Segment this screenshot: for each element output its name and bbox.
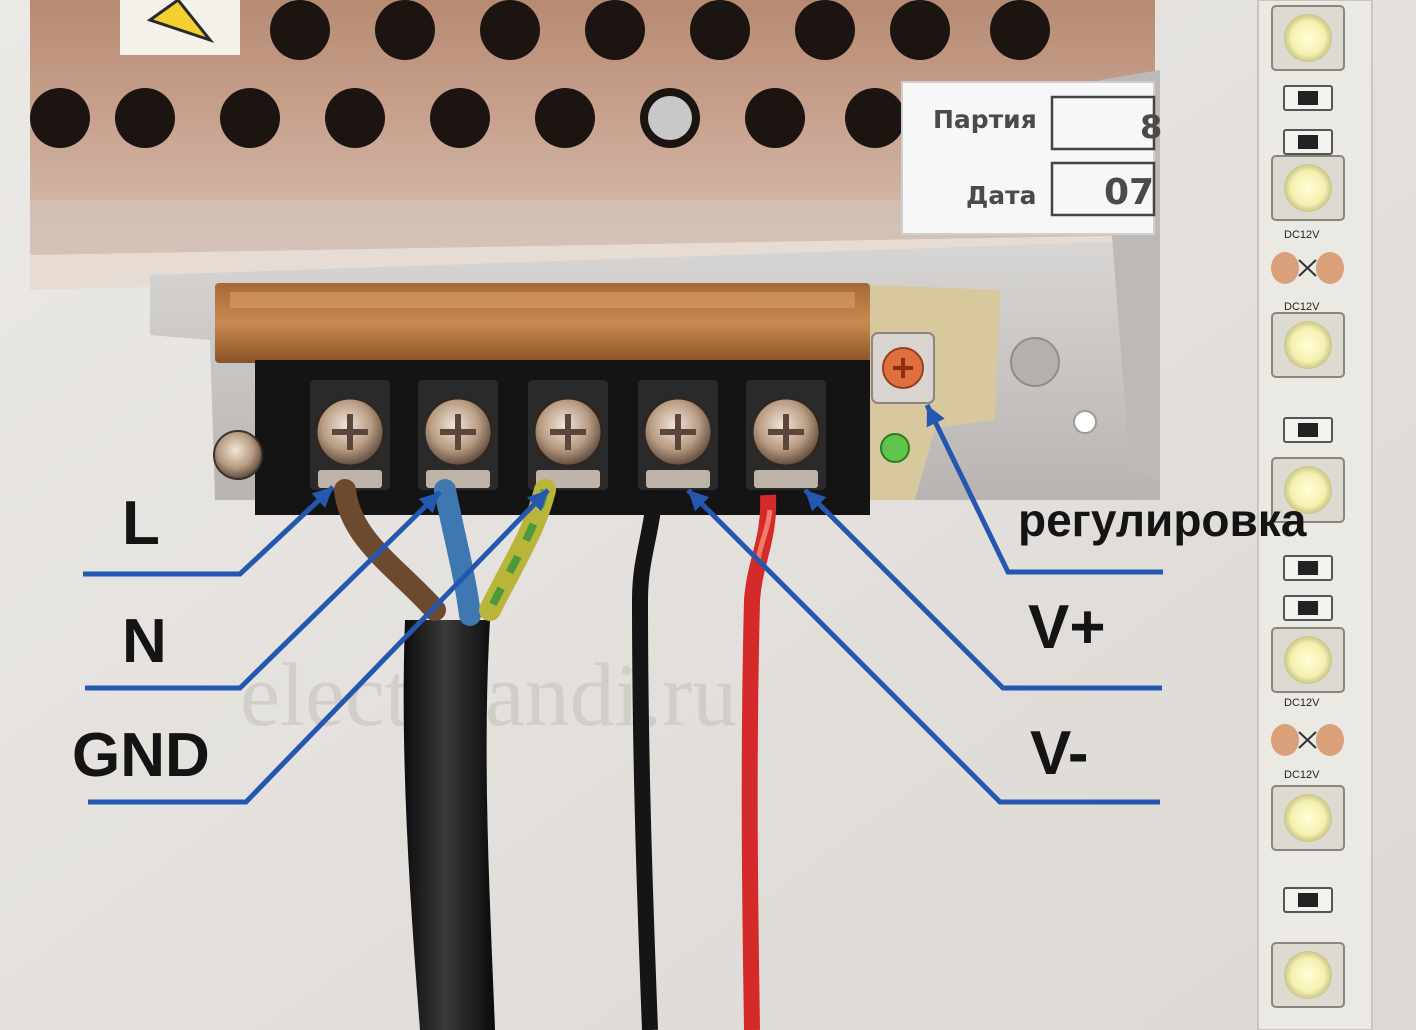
arrowhead bbox=[805, 490, 827, 512]
warning-icon bbox=[146, 0, 215, 44]
date-value: 07 bbox=[1104, 172, 1154, 213]
led-emitter bbox=[1284, 794, 1332, 842]
strip-marking: DC12V bbox=[1284, 697, 1320, 709]
vent-hole bbox=[585, 0, 645, 60]
vent-hole bbox=[990, 0, 1050, 60]
pointer-l bbox=[83, 485, 335, 577]
resistor-body bbox=[1298, 601, 1318, 615]
led-emitter bbox=[1284, 14, 1332, 62]
pointer-lines bbox=[83, 403, 1163, 805]
resistor-body bbox=[1298, 423, 1318, 437]
terminal-block bbox=[213, 283, 870, 515]
led-emitter bbox=[1284, 164, 1332, 212]
vent-hole-component bbox=[648, 96, 692, 140]
vent-hole bbox=[890, 0, 950, 60]
arrowhead bbox=[688, 490, 710, 512]
regulator-board bbox=[870, 285, 1000, 500]
solder-pad bbox=[1271, 252, 1299, 284]
led-emitter bbox=[1284, 636, 1332, 684]
terminal-clamp bbox=[754, 470, 818, 488]
vent-hole bbox=[30, 88, 90, 148]
strip-marking: DC12V bbox=[1284, 301, 1320, 313]
resistor-body bbox=[1298, 561, 1318, 575]
led-emitter bbox=[1284, 951, 1332, 999]
strip-marking: DC12V bbox=[1284, 229, 1320, 241]
label-v-minus: V- bbox=[1030, 719, 1089, 788]
batch-label: Партия bbox=[933, 105, 1037, 134]
vent-hole bbox=[115, 88, 175, 148]
label-n: N bbox=[122, 607, 167, 676]
label-v-plus: V+ bbox=[1028, 593, 1106, 662]
vent-hole bbox=[325, 88, 385, 148]
resistor-body bbox=[1298, 893, 1318, 907]
pointer-arrowheads bbox=[311, 405, 945, 514]
arrowhead bbox=[311, 487, 333, 508]
vent-hole bbox=[480, 0, 540, 60]
pointer-gnd bbox=[88, 488, 550, 805]
solder-pad bbox=[1316, 252, 1344, 284]
power-led bbox=[880, 433, 910, 463]
pointer-v-minus bbox=[686, 488, 1160, 805]
mount-screw bbox=[213, 430, 263, 480]
vent-hole bbox=[375, 0, 435, 60]
vent-hole bbox=[795, 0, 855, 60]
terminal-screws bbox=[310, 380, 826, 490]
resistor-body bbox=[1298, 91, 1318, 105]
arrowhead bbox=[526, 490, 548, 512]
pointer-regulator bbox=[924, 403, 1163, 575]
screw-cross bbox=[550, 414, 586, 450]
cut-mark bbox=[1298, 731, 1317, 749]
vent-hole bbox=[535, 88, 595, 148]
screw-cross bbox=[332, 414, 368, 450]
led-emitter bbox=[1284, 466, 1332, 514]
arrowhead bbox=[418, 492, 440, 514]
led-strip: DC12V DC12V DC12V DC12V bbox=[1257, 0, 1373, 1030]
vent-hole bbox=[220, 88, 280, 148]
vent-hole bbox=[845, 88, 905, 148]
vent-holes bbox=[30, 0, 1050, 148]
label-l: L bbox=[122, 489, 160, 558]
cut-mark bbox=[1298, 259, 1317, 277]
resistor-body bbox=[1298, 135, 1318, 149]
mains-cable bbox=[403, 620, 495, 1030]
watermark: electroandi.ru bbox=[240, 646, 737, 745]
batch-value: 8 bbox=[1140, 108, 1162, 146]
label-regulator: регулировка bbox=[1018, 494, 1307, 546]
arrowhead bbox=[926, 405, 945, 428]
vent-hole bbox=[270, 0, 330, 60]
vent-hole bbox=[430, 88, 490, 148]
screw-cross bbox=[768, 414, 804, 450]
wires bbox=[334, 479, 777, 1030]
screw-cross bbox=[660, 414, 696, 450]
wire-v-minus-black bbox=[631, 494, 663, 1030]
wire-n-blue bbox=[434, 479, 481, 626]
label-gnd: GND bbox=[72, 721, 210, 790]
pointer-v-plus bbox=[803, 488, 1162, 691]
date-label: Дата bbox=[966, 181, 1037, 210]
vent-hole bbox=[690, 0, 750, 60]
solder-pad bbox=[1271, 724, 1299, 756]
screw-cross bbox=[440, 414, 476, 450]
batch-sticker: Партия 8 Дата 07 bbox=[901, 81, 1162, 235]
pointer-n bbox=[85, 490, 442, 691]
vent-hole bbox=[745, 88, 805, 148]
solder-pad bbox=[1316, 724, 1344, 756]
terminal-clamp bbox=[646, 470, 710, 488]
strip-marking: DC12V bbox=[1284, 769, 1320, 781]
terminal-clamp bbox=[318, 470, 382, 488]
led-emitter bbox=[1284, 321, 1332, 369]
